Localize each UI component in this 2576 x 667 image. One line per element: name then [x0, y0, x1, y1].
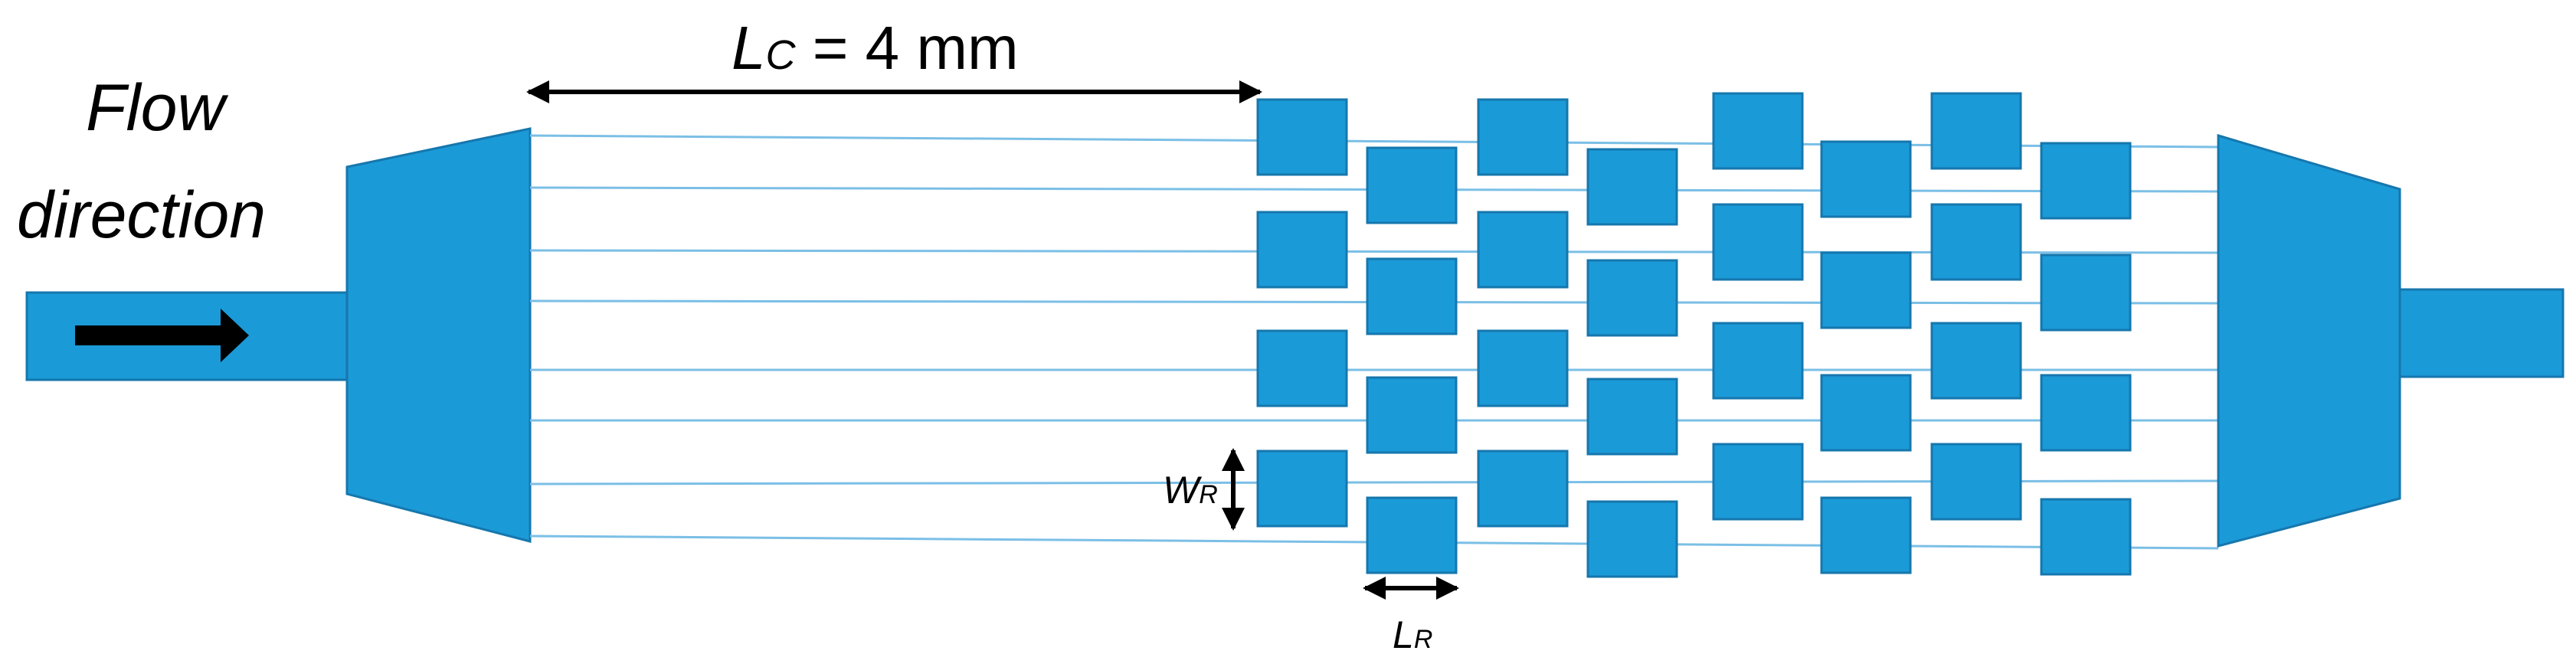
- obstacle-block: [1477, 329, 1569, 407]
- outlet-converger: [2217, 133, 2401, 548]
- obstacle-block: [1366, 257, 1458, 335]
- obstacle-block: [1477, 98, 1569, 176]
- obstacle-block: [2040, 374, 2132, 452]
- flow-label-line1: Flow: [86, 71, 228, 145]
- obstacle-block: [1366, 376, 1458, 454]
- obstacle-block: [1477, 450, 1569, 528]
- obstacle-block: [1820, 374, 1912, 452]
- outlet-tube: [2398, 288, 2565, 378]
- obstacle-block: [1930, 443, 2022, 521]
- obstacle-block: [1256, 98, 1348, 176]
- obstacle-block: [1586, 148, 1678, 226]
- obstacle-block: [1712, 203, 1804, 281]
- obstacle-array: [1256, 92, 2132, 578]
- obstacle-block: [1930, 92, 2022, 170]
- wr-label: WR: [1163, 469, 1218, 512]
- inlet-diffuser: [345, 127, 532, 543]
- obstacle-block: [1712, 322, 1804, 400]
- obstacle-block: [2040, 142, 2132, 220]
- obstacle-block: [1256, 450, 1348, 528]
- obstacle-block: [1366, 146, 1458, 224]
- obstacle-block: [2040, 253, 2132, 332]
- obstacle-block: [1586, 500, 1678, 578]
- obstacle-block: [2040, 498, 2132, 576]
- flow-label-line2: direction: [17, 178, 266, 252]
- obstacle-block: [1930, 203, 2022, 281]
- obstacle-block: [1366, 496, 1458, 574]
- obstacle-block: [1586, 259, 1678, 337]
- obstacle-block: [1820, 251, 1912, 329]
- obstacle-block: [1712, 443, 1804, 521]
- flow-direction-arrow-icon: [75, 309, 249, 362]
- lr-label: LR: [1393, 613, 1432, 656]
- obstacle-block: [1256, 211, 1348, 289]
- obstacle-block: [1930, 322, 2022, 400]
- obstacle-block: [1586, 378, 1678, 456]
- obstacle-block: [1820, 140, 1912, 218]
- lc-label: LC = 4 mm: [732, 14, 1019, 82]
- obstacle-block: [1477, 211, 1569, 289]
- obstacle-block: [1712, 92, 1804, 170]
- obstacle-block: [1256, 329, 1348, 407]
- obstacle-block: [1820, 496, 1912, 574]
